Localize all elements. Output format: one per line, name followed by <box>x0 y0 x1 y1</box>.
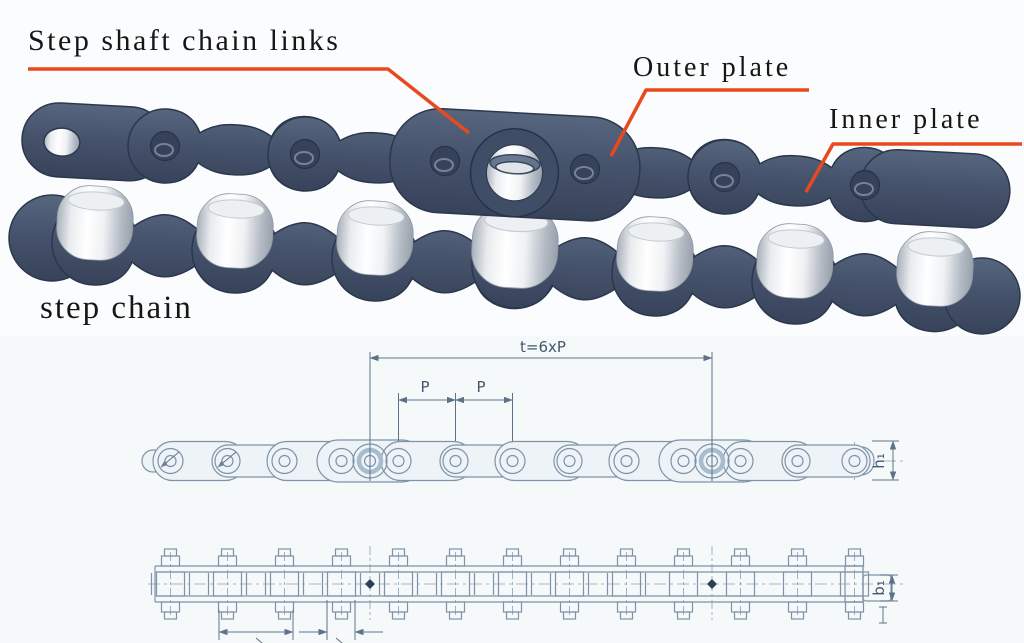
dim-label-inner-width: b₁ <box>870 580 888 596</box>
dimension-plate-height: h₁ <box>870 440 899 481</box>
clip-arrow-icon <box>217 451 237 468</box>
dimension-total-pitch: t=6xP <box>369 338 713 481</box>
center-mark <box>365 579 375 589</box>
leader-step-shaft <box>28 67 471 135</box>
dim-label-pitch-right: P <box>476 378 485 396</box>
leader-lines <box>28 67 1022 193</box>
annotation-step-shaft-chain-links: Step shaft chain links <box>28 24 341 57</box>
annotation-inner-plate: Inner plate <box>829 104 983 135</box>
dimension-inner-width: b₁ <box>870 574 898 624</box>
dimension-bottom-left <box>218 600 383 643</box>
leader-inner-plate <box>804 142 1022 193</box>
annotation-outer-plate: Outer plate <box>633 52 792 83</box>
plan-view-drawing: b₁ <box>148 546 905 643</box>
side-view-drawing: t=6xP P P h₁ <box>141 338 905 483</box>
photo-caption: step chain <box>40 290 193 326</box>
center-mark <box>707 579 717 589</box>
dimension-pitch: P P <box>398 378 513 441</box>
dim-label-plate-height: h₁ <box>870 453 888 469</box>
leader-outer-plate <box>609 88 809 157</box>
dim-label-total-pitch: t=6xP <box>520 338 566 356</box>
step-shaft-link <box>389 107 641 222</box>
dim-label-pitch-left: P <box>420 378 429 396</box>
drawing-background <box>0 336 1024 643</box>
step-chain-photo <box>8 102 1021 335</box>
clip-arrow-icon <box>160 451 180 468</box>
